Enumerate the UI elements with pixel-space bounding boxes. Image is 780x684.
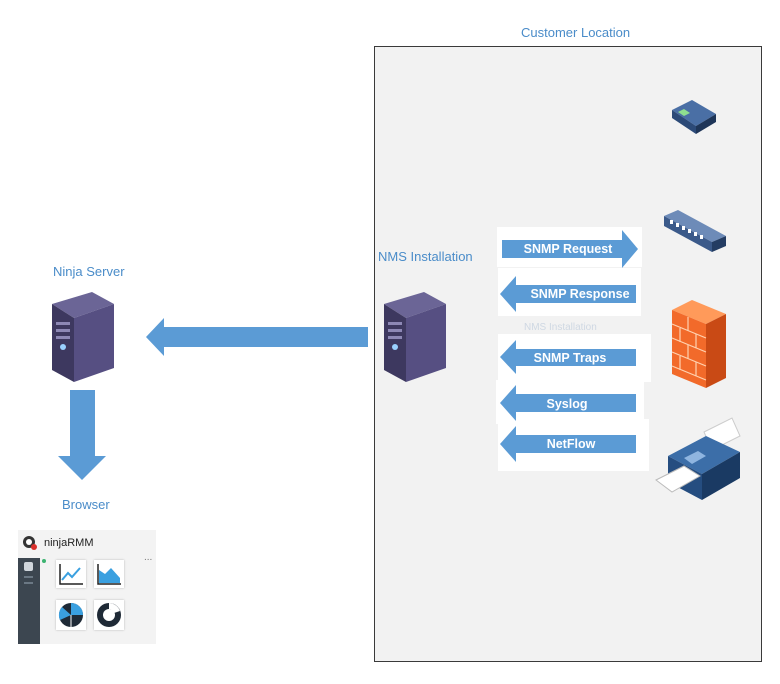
nms-installation-label: NMS Installation: [378, 249, 473, 264]
donut-chart-tile[interactable]: [94, 600, 124, 630]
ninja-server-label: Ninja Server: [53, 264, 125, 279]
switch-icon: [664, 210, 726, 252]
snmp-request-label: SNMP Request: [524, 242, 614, 256]
router-icon: [672, 100, 716, 134]
snmp-response-arrow: SNMP Response: [500, 276, 636, 312]
app-sidebar: [18, 558, 40, 644]
netflow-arrow: NetFlow: [500, 426, 636, 462]
firewall-icon: [671, 300, 726, 388]
more-menu[interactable]: ...: [144, 552, 153, 563]
line-chart-tile[interactable]: [56, 560, 86, 588]
printer-icon: [655, 417, 741, 500]
area-chart-tile[interactable]: [94, 560, 124, 588]
status-dot: [42, 559, 46, 563]
sidebar-avatar[interactable]: [24, 562, 33, 571]
snmp-traps-arrow: SNMP Traps: [500, 340, 636, 374]
ninjarmm-browser-window: ninjaRMM ...: [18, 530, 156, 644]
syslog-arrow: Syslog: [500, 385, 636, 421]
snmp-response-label: SNMP Response: [530, 287, 629, 301]
customer-location-label: Customer Location: [521, 25, 631, 40]
netflow-label: NetFlow: [547, 437, 596, 451]
pie-chart-icon: [58, 603, 83, 627]
area-chart-icon: [97, 564, 121, 585]
nms-server-icon: [384, 292, 446, 382]
ninja-to-browser-arrow: [58, 390, 106, 480]
pie-chart-tile[interactable]: [56, 600, 86, 630]
app-title: ninjaRMM: [44, 537, 94, 549]
snmp-traps-label: SNMP Traps: [534, 351, 607, 365]
donut-chart-icon: [97, 603, 121, 627]
sidebar-item[interactable]: [24, 582, 33, 584]
snmp-request-arrow: SNMP Request: [502, 230, 638, 268]
syslog-label: Syslog: [547, 397, 588, 411]
line-chart-icon: [59, 564, 83, 585]
ninja-logo-icon: [23, 536, 37, 550]
nms-installation-faint-label: NMS Installation: [524, 322, 597, 333]
sidebar-item[interactable]: [24, 576, 33, 578]
server-icon: [52, 292, 114, 382]
browser-label: Browser: [62, 497, 110, 512]
